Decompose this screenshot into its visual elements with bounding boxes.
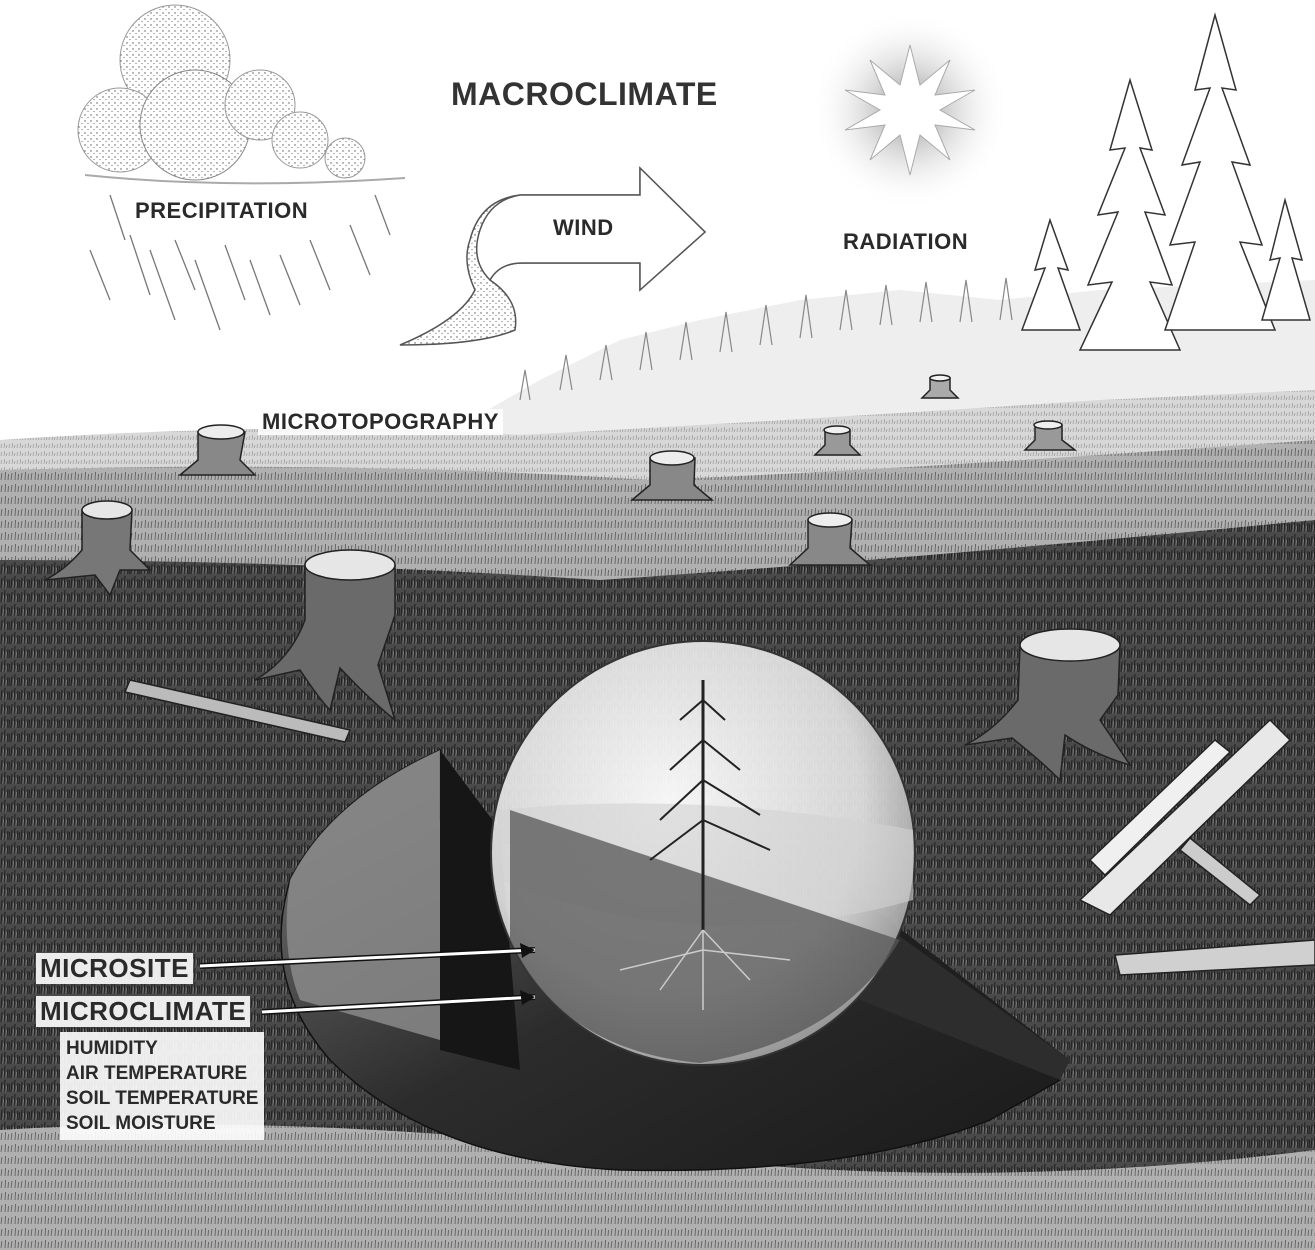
microclimate-label: MICROCLIMATE: [36, 996, 250, 1027]
microclimate-sphere: [491, 641, 915, 1065]
diagram-title: MACROCLIMATE: [451, 76, 718, 113]
wind-arrow-icon: [400, 168, 705, 345]
precipitation-label: PRECIPITATION: [135, 198, 308, 224]
factor-soil-temperature: SOIL TEMPERATURE: [66, 1086, 258, 1111]
factor-soil-moisture: SOIL MOISTURE: [66, 1111, 258, 1136]
factor-air-temperature: AIR TEMPERATURE: [66, 1061, 258, 1086]
microsite-label: MICROSITE: [36, 953, 193, 984]
radiation-label: RADIATION: [843, 229, 968, 255]
microclimate-factor-list: HUMIDITY AIR TEMPERATURE SOIL TEMPERATUR…: [60, 1032, 264, 1140]
sun-icon: [810, 10, 1010, 210]
cloud-icon: [78, 5, 405, 183]
factor-humidity: HUMIDITY: [66, 1036, 258, 1061]
microtopography-label: MICROTOPOGRAPHY: [258, 409, 503, 435]
wind-label: WIND: [553, 215, 614, 241]
